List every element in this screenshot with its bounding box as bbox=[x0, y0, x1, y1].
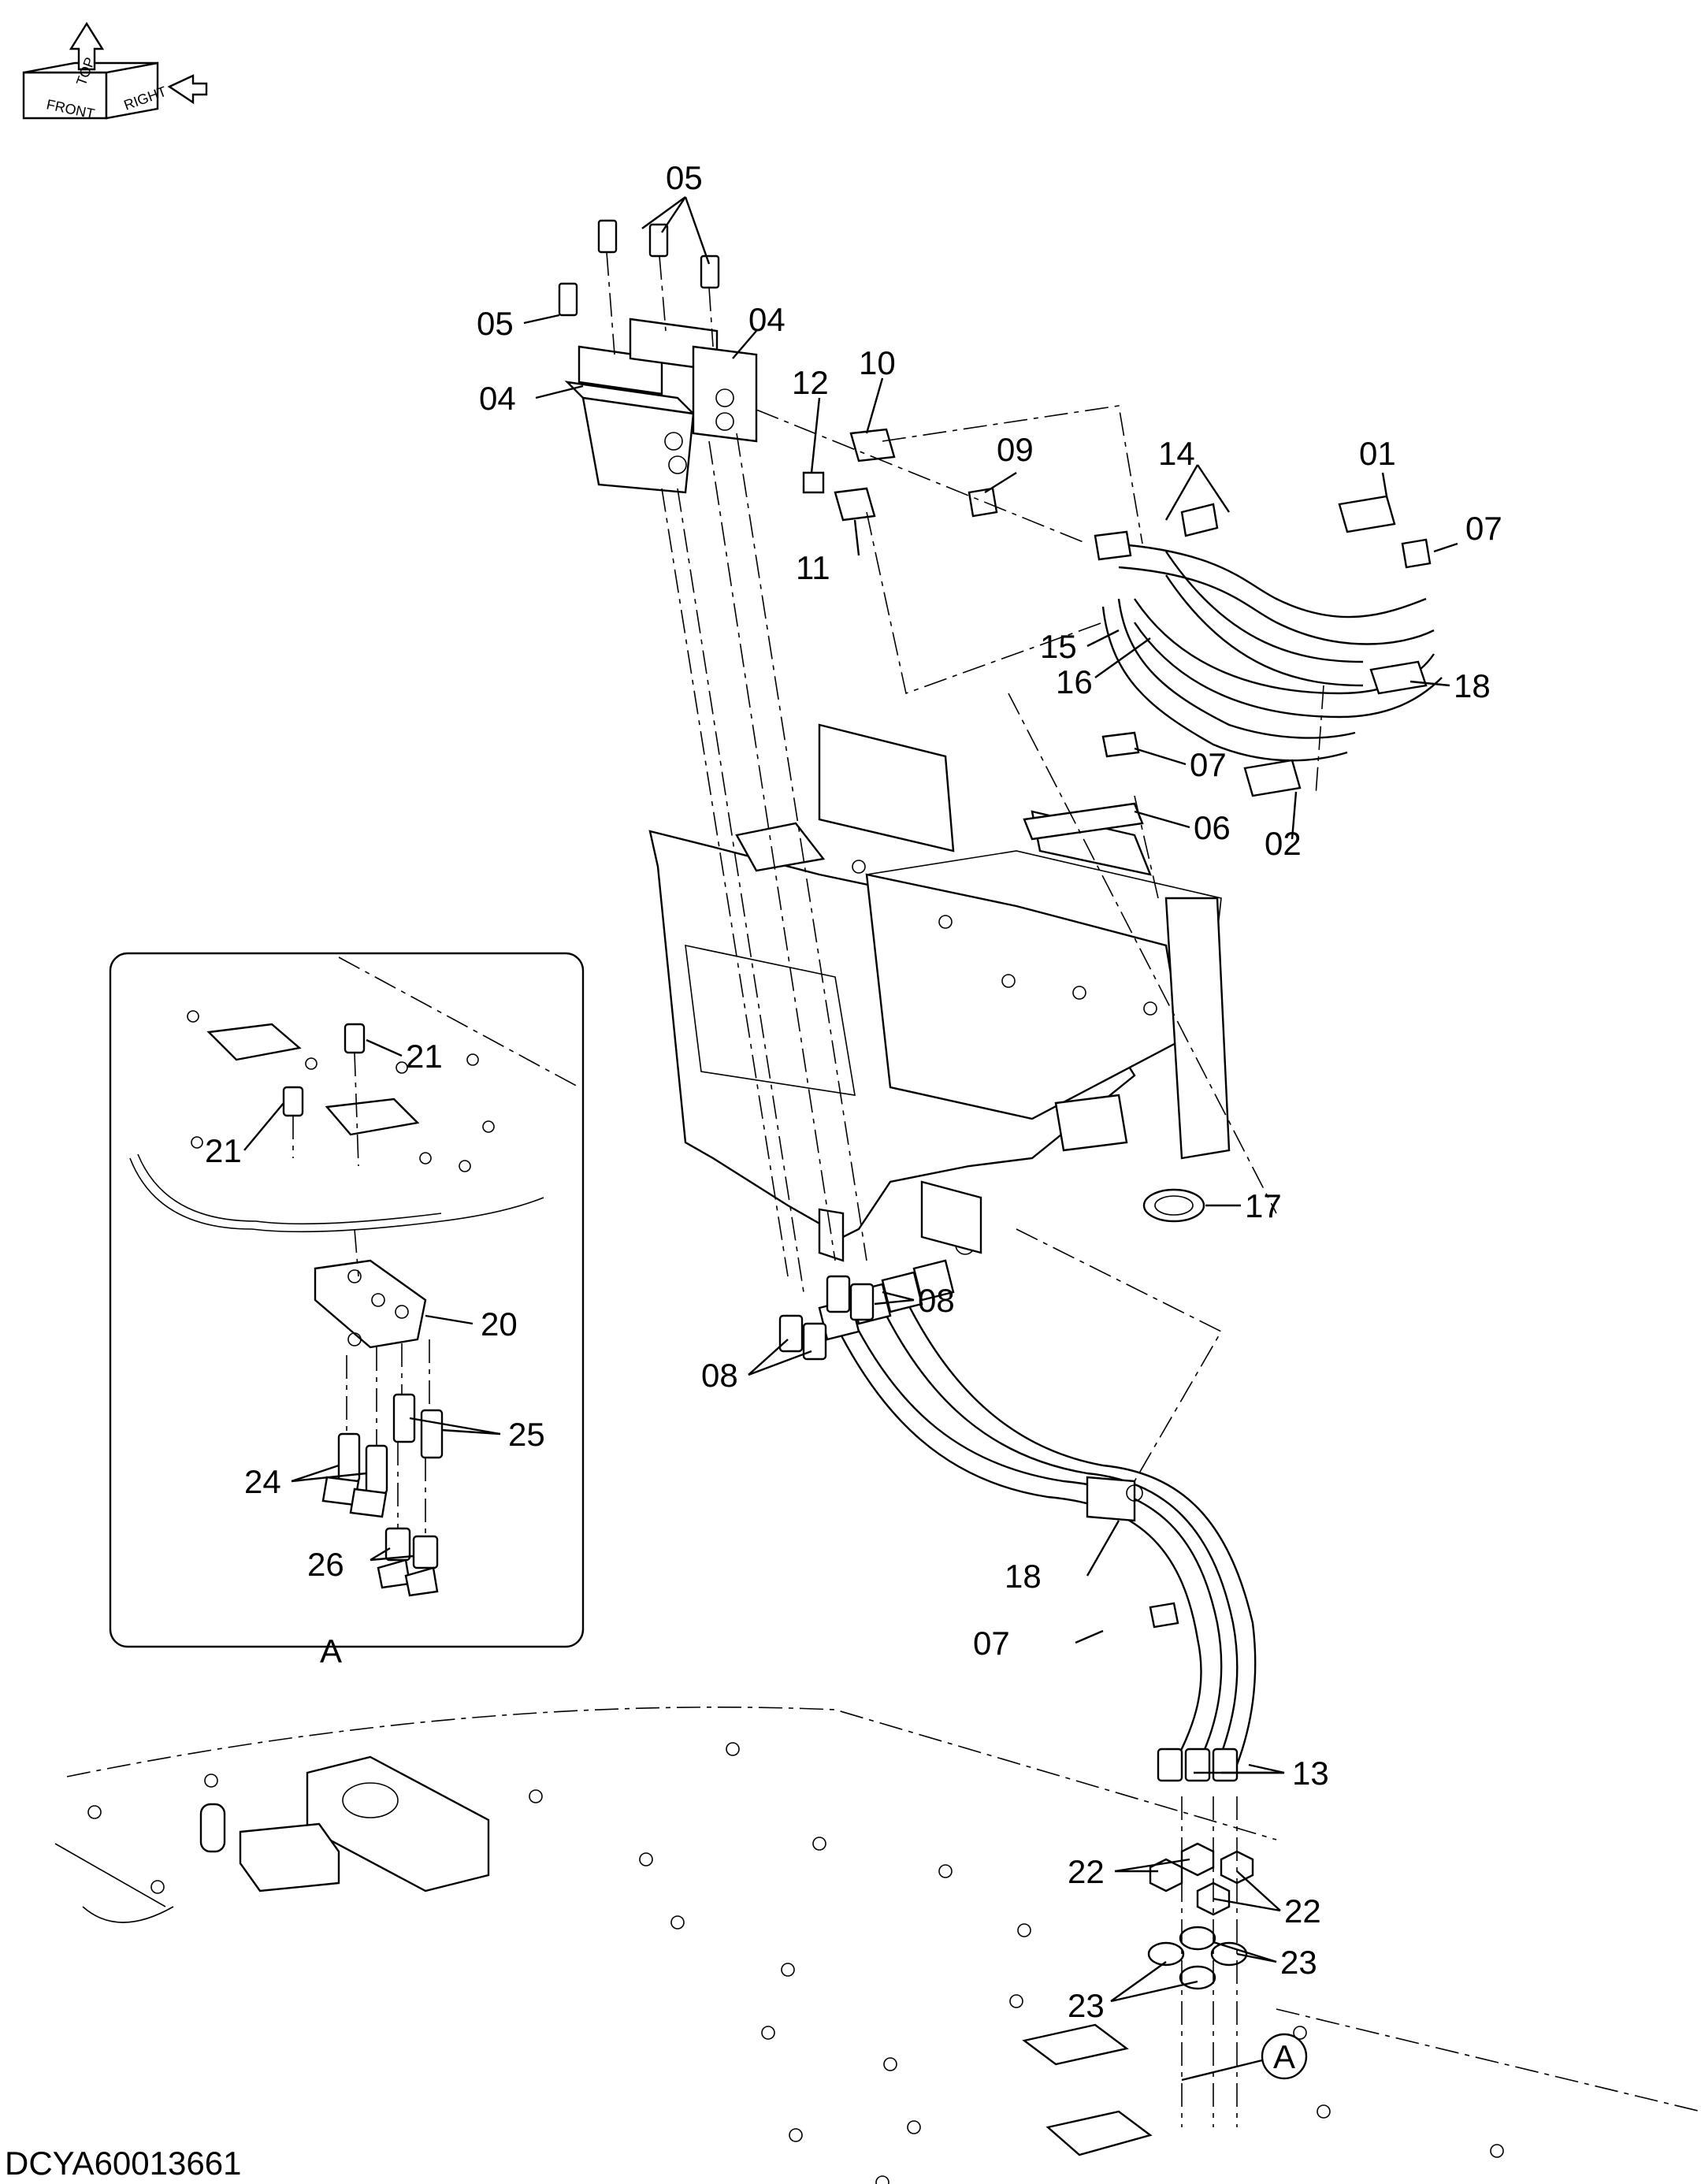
callout-07: 07 bbox=[1465, 510, 1502, 547]
callout-11: 11 bbox=[796, 549, 830, 586]
callout-15: 15 bbox=[1040, 628, 1077, 665]
detail-view-label: A bbox=[320, 1632, 342, 1670]
callout-02: 02 bbox=[1265, 825, 1302, 862]
orientation-compass-icon: FRONT TOP RIGHT bbox=[22, 21, 208, 122]
callout-17: 17 bbox=[1245, 1187, 1282, 1224]
callout-22: 22 bbox=[1284, 1892, 1321, 1930]
callout-05: 05 bbox=[477, 305, 514, 342]
drawing-code: DCYA60013661 bbox=[5, 2145, 241, 2182]
fittings bbox=[802, 428, 1432, 1223]
callout-10: 10 bbox=[859, 344, 896, 381]
callout-08: 08 bbox=[701, 1357, 738, 1394]
callout-16: 16 bbox=[1056, 663, 1093, 700]
callout-labels: 05 05 04 04 12 10 09 11 14 01 07 15 16 1… bbox=[205, 159, 1502, 2024]
floor-plate bbox=[54, 1707, 1701, 2184]
upper-hoses bbox=[1094, 503, 1443, 762]
callout-04: 04 bbox=[748, 301, 786, 338]
view-marker-label: A bbox=[1273, 2038, 1295, 2075]
callout-09: 09 bbox=[997, 431, 1034, 468]
callout-07: 07 bbox=[1190, 746, 1227, 783]
leader-lines bbox=[243, 196, 1458, 2003]
callout-26: 26 bbox=[307, 1546, 344, 1583]
callout-08: 08 bbox=[918, 1282, 955, 1319]
callout-22: 22 bbox=[1068, 1853, 1105, 1890]
detail-view-a: A bbox=[109, 952, 585, 1670]
mounting-bracket bbox=[648, 723, 1231, 1262]
callout-21: 21 bbox=[406, 1038, 443, 1075]
callout-18: 18 bbox=[1454, 667, 1491, 704]
pedal-valve-assembly bbox=[558, 219, 758, 494]
callout-04: 04 bbox=[479, 380, 516, 417]
callout-13: 13 bbox=[1292, 1755, 1329, 1792]
guide-lines bbox=[661, 405, 1324, 2127]
callout-21: 21 bbox=[205, 1132, 242, 1169]
lower-hoses bbox=[818, 1259, 1257, 1782]
callout-01: 01 bbox=[1359, 435, 1396, 472]
callout-12: 12 bbox=[792, 364, 829, 401]
callout-23: 23 bbox=[1068, 1987, 1105, 2024]
callout-24: 24 bbox=[244, 1463, 281, 1500]
callout-23: 23 bbox=[1280, 1944, 1317, 1981]
view-marker-a: A bbox=[1181, 2033, 1308, 2082]
bolt-05 bbox=[558, 219, 720, 317]
callout-25: 25 bbox=[508, 1416, 545, 1453]
callout-18: 18 bbox=[1005, 1558, 1042, 1595]
fittings-08 bbox=[778, 1275, 875, 1361]
callout-06: 06 bbox=[1194, 809, 1231, 846]
callout-14: 14 bbox=[1158, 435, 1195, 472]
callout-20: 20 bbox=[481, 1306, 518, 1343]
callout-05: 05 bbox=[666, 159, 703, 196]
callout-07: 07 bbox=[973, 1625, 1010, 1662]
